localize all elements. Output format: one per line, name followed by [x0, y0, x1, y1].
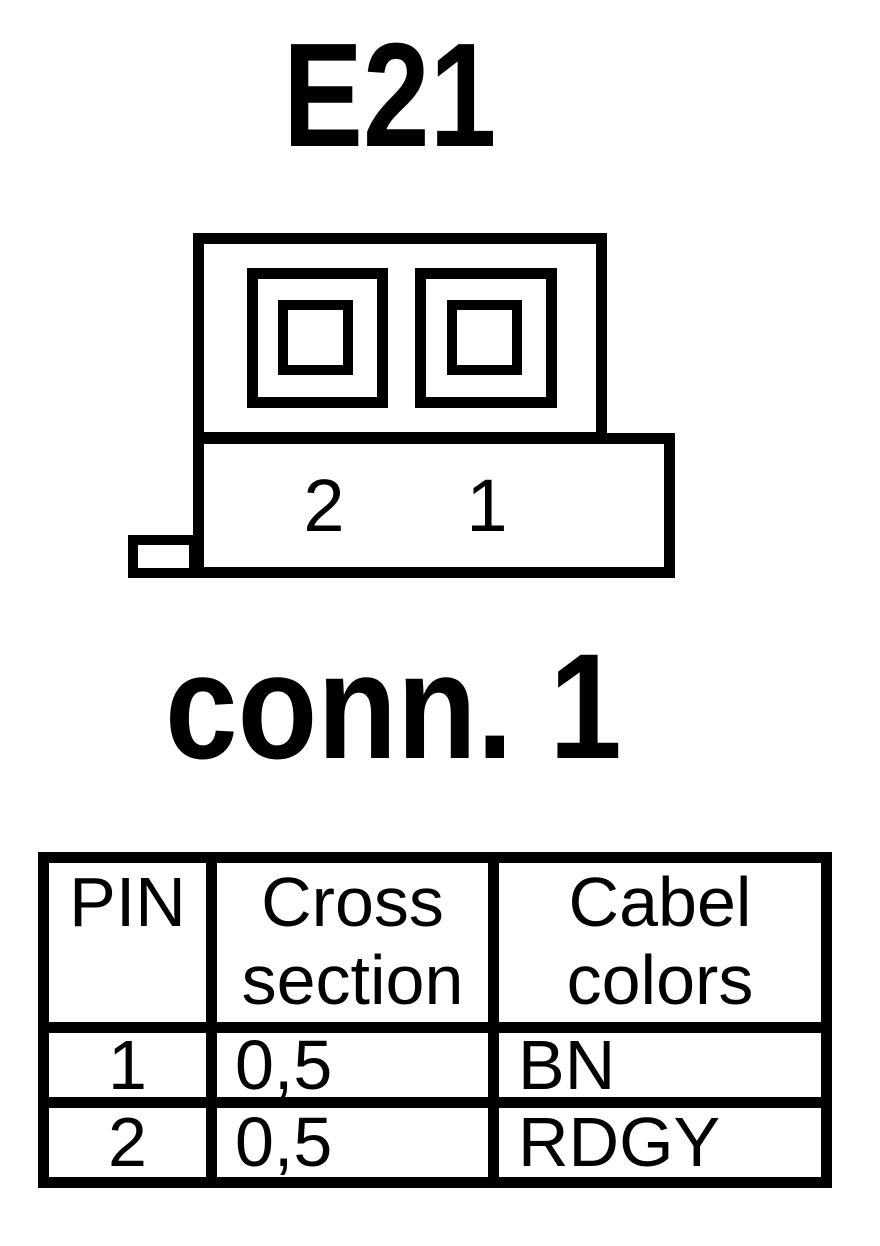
connector-name-label: conn. 1	[165, 622, 622, 790]
pin-table-row1-cable-color: BN	[499, 1033, 821, 1108]
connector-base	[193, 433, 675, 578]
pin-cavity-2-inner	[278, 300, 353, 375]
pin-table-row1-cross-section: 0,5	[217, 1033, 499, 1108]
page-title: E21	[283, 13, 497, 178]
pin-table-header-cable-colors: Cabel colors	[499, 863, 821, 1033]
pin-table-header-cross-section: Cross section	[217, 863, 499, 1033]
pin-table-header-pin: PIN	[49, 863, 217, 1033]
pin-cavity-1-inner	[447, 300, 522, 375]
pin-table-row2-pin: 2	[49, 1108, 217, 1177]
pin-table-row1-pin: 1	[49, 1033, 217, 1108]
pin-table: PIN Cross section Cabel colors 1 0,5 BN …	[38, 852, 832, 1188]
pin-label-2: 2	[303, 464, 344, 547]
connector-mounting-tab	[128, 535, 199, 578]
pin-table-row2-cable-color: RDGY	[518, 1108, 721, 1177]
pin-label-1: 1	[466, 464, 507, 547]
pin-table-row2-cross-section: 0,5	[217, 1108, 499, 1177]
